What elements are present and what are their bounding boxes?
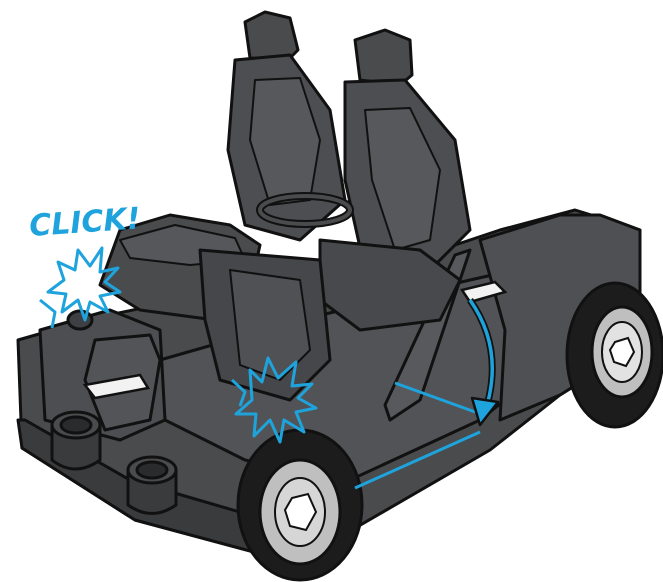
seat-left	[228, 12, 345, 240]
front-right-wheel	[238, 430, 362, 580]
rear-right-wheel	[567, 283, 663, 427]
cup-holder-left	[52, 412, 100, 469]
cup-holder-right	[128, 457, 176, 514]
